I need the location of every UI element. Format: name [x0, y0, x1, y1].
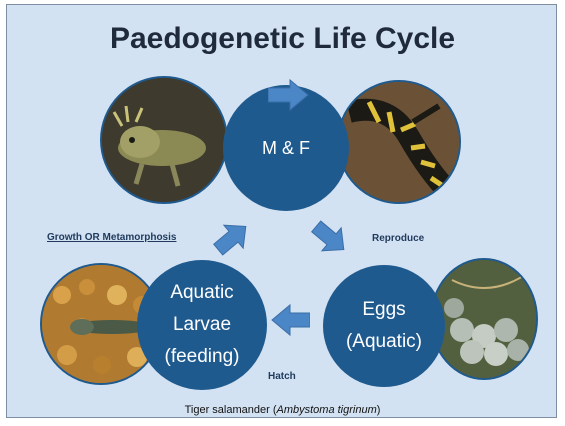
node-adults-label: M & F: [262, 138, 310, 159]
eggs-photo: [430, 258, 538, 380]
arrow-icon: [270, 302, 310, 338]
caption-species: Ambystoma tigrinum: [276, 404, 376, 416]
node-larvae-line3: (feeding): [165, 341, 240, 373]
label-growth: Growth OR Metamorphosis: [47, 232, 176, 243]
node-larvae-line2: Larvae: [173, 309, 231, 341]
tiger-salamander-photo: [337, 80, 461, 204]
node-eggs: Eggs (Aquatic): [323, 265, 445, 387]
caption: Tiger salamander (Ambystoma tigrinum): [0, 404, 565, 416]
node-larvae-line1: Aquatic: [170, 277, 233, 309]
node-eggs-line1: Eggs: [362, 294, 405, 326]
label-hatch: Hatch: [268, 371, 296, 382]
arrow-icon: [212, 218, 252, 258]
arrow-icon: [310, 218, 350, 258]
label-reproduce: Reproduce: [372, 233, 424, 244]
axolotl-photo: [100, 76, 228, 204]
node-eggs-line2: (Aquatic): [346, 326, 422, 358]
slide-title: Paedogenetic Life Cycle: [0, 22, 565, 56]
node-larvae: Aquatic Larvae (feeding): [137, 260, 267, 390]
arrow-icon: [268, 78, 310, 112]
caption-prefix: Tiger salamander (: [185, 404, 277, 416]
caption-suffix: ): [377, 404, 381, 416]
